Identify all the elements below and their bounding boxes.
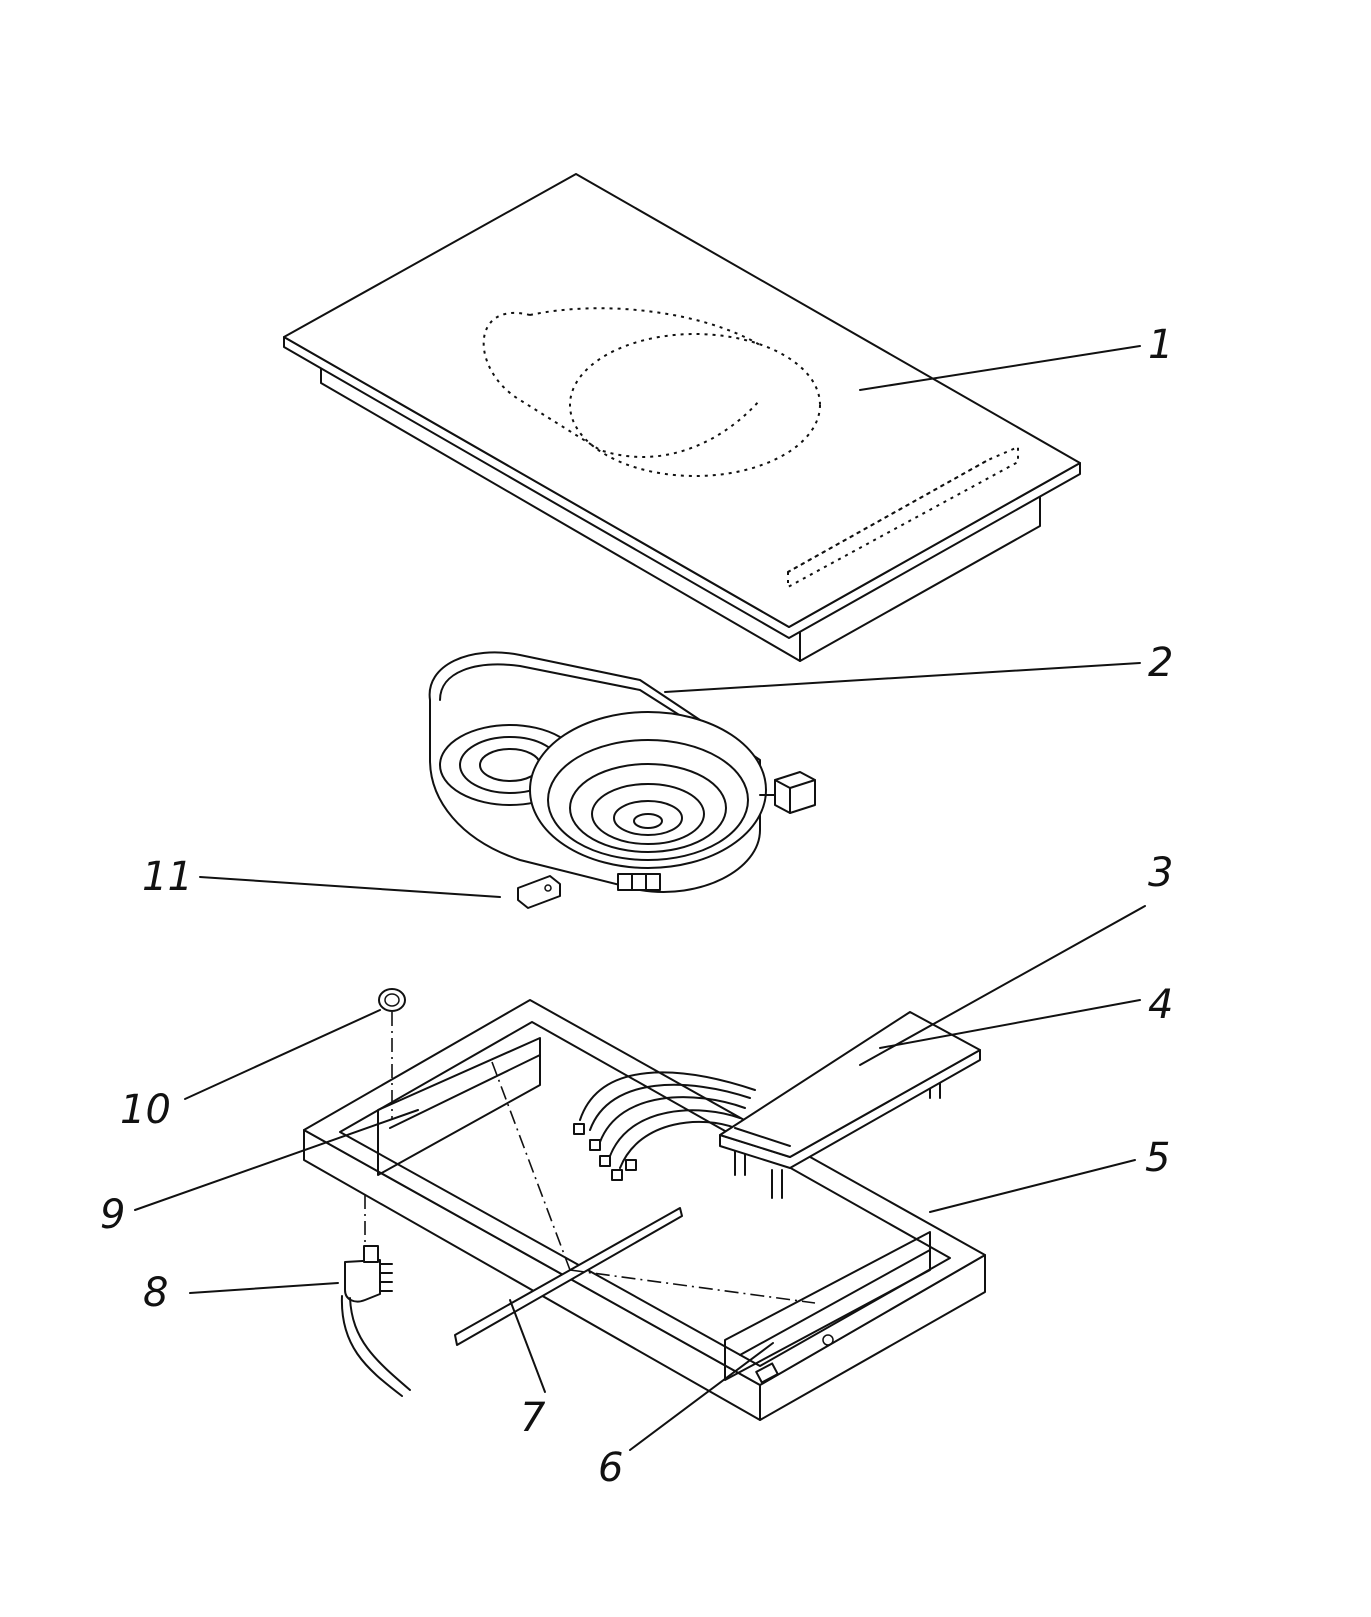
control-panel-outline-edge bbox=[787, 459, 989, 573]
inner-bracket-left-edge bbox=[389, 1054, 541, 1129]
wire-2 bbox=[589, 1083, 751, 1131]
part-4-control-board bbox=[719, 1011, 981, 1199]
callout-3: 3 bbox=[1148, 850, 1174, 896]
axis-rail-vertical bbox=[491, 1061, 571, 1271]
callout-10: 10 bbox=[120, 1087, 171, 1133]
callout-1: 1 bbox=[1148, 322, 1174, 368]
callout-5: 5 bbox=[1145, 1135, 1171, 1181]
leader-4 bbox=[879, 999, 1141, 1049]
grommet-inner bbox=[384, 993, 400, 1007]
assembly-lines bbox=[364, 1012, 816, 1304]
terminal-box bbox=[774, 771, 816, 814]
rail-body bbox=[454, 1207, 683, 1346]
element-tray-rim bbox=[439, 663, 751, 761]
callout-2: 2 bbox=[1148, 640, 1174, 686]
slot-mark bbox=[755, 1362, 779, 1384]
clip-body bbox=[517, 875, 561, 909]
housing-top-rim bbox=[303, 999, 986, 1386]
callout-8: 8 bbox=[143, 1270, 169, 1316]
wire-terminal-4 bbox=[611, 1169, 623, 1181]
wire-terminal-3 bbox=[599, 1155, 611, 1167]
callout-7: 7 bbox=[520, 1395, 546, 1441]
board-inner-edge bbox=[734, 1127, 791, 1147]
leader-lines bbox=[134, 345, 1146, 1451]
part-8-power-cord bbox=[340, 1245, 411, 1397]
front-coil-center bbox=[633, 813, 663, 829]
inner-bracket-right-edge bbox=[739, 1249, 931, 1356]
front-coil-ring-2 bbox=[569, 763, 727, 853]
cord-wire-1 bbox=[349, 1297, 411, 1391]
leader-11 bbox=[199, 876, 501, 898]
board-face bbox=[719, 1011, 981, 1158]
leader-3 bbox=[859, 905, 1146, 1066]
part-1-glass-top bbox=[283, 173, 1081, 662]
callout-9: 9 bbox=[100, 1192, 126, 1238]
leader-9 bbox=[134, 1109, 419, 1211]
terminal-box-edge-1 bbox=[774, 779, 791, 789]
leader-2 bbox=[664, 662, 1141, 693]
front-coil-ring-1 bbox=[547, 739, 749, 861]
grommet-outer bbox=[378, 988, 406, 1012]
cord-wire-2 bbox=[340, 1295, 403, 1397]
inner-bracket-left bbox=[377, 1037, 541, 1176]
leader-7 bbox=[509, 1299, 546, 1393]
zone-outline-inner bbox=[569, 333, 821, 477]
leader-6 bbox=[629, 1342, 774, 1451]
control-panel-outline bbox=[787, 445, 1019, 589]
clip-hole bbox=[544, 884, 552, 892]
front-coil-ring-3 bbox=[591, 783, 705, 845]
front-coil-ring-4 bbox=[613, 800, 683, 836]
terminal-box-edge-2 bbox=[789, 779, 816, 789]
axis-rail-horizontal bbox=[569, 1269, 816, 1304]
callout-11: 11 bbox=[142, 854, 193, 900]
wire-terminal-5 bbox=[625, 1159, 637, 1171]
housing-inner-rim bbox=[339, 1021, 951, 1367]
part-3-wire-harness bbox=[573, 1071, 756, 1181]
leader-5 bbox=[929, 1159, 1136, 1213]
part-7-rail bbox=[454, 1207, 683, 1346]
leader-1 bbox=[859, 345, 1141, 391]
screw-hole bbox=[822, 1334, 834, 1346]
zone-outline-outer-top bbox=[529, 307, 761, 346]
top-plate-face bbox=[283, 173, 1081, 628]
connector-block bbox=[617, 873, 661, 891]
wire-3 bbox=[599, 1096, 746, 1143]
leader-8 bbox=[189, 1282, 339, 1294]
wire-terminal-1 bbox=[573, 1123, 585, 1135]
part-11-clip bbox=[517, 875, 561, 909]
part-5-base-housing bbox=[303, 999, 986, 1421]
part-10-grommet bbox=[378, 988, 406, 1012]
wire-terminal-2 bbox=[589, 1139, 601, 1151]
leader-10 bbox=[184, 1009, 381, 1100]
cord-plug-top bbox=[363, 1245, 379, 1263]
wire-1 bbox=[579, 1071, 756, 1121]
cord-plug-body bbox=[344, 1259, 381, 1303]
inner-bracket-right bbox=[724, 1231, 931, 1381]
zone-outline-outer bbox=[482, 312, 761, 458]
wire-4 bbox=[609, 1109, 741, 1157]
wire-5 bbox=[619, 1120, 736, 1169]
part-2-heating-element bbox=[428, 651, 816, 893]
callout-4: 4 bbox=[1148, 982, 1174, 1028]
callout-6: 6 bbox=[598, 1445, 624, 1491]
